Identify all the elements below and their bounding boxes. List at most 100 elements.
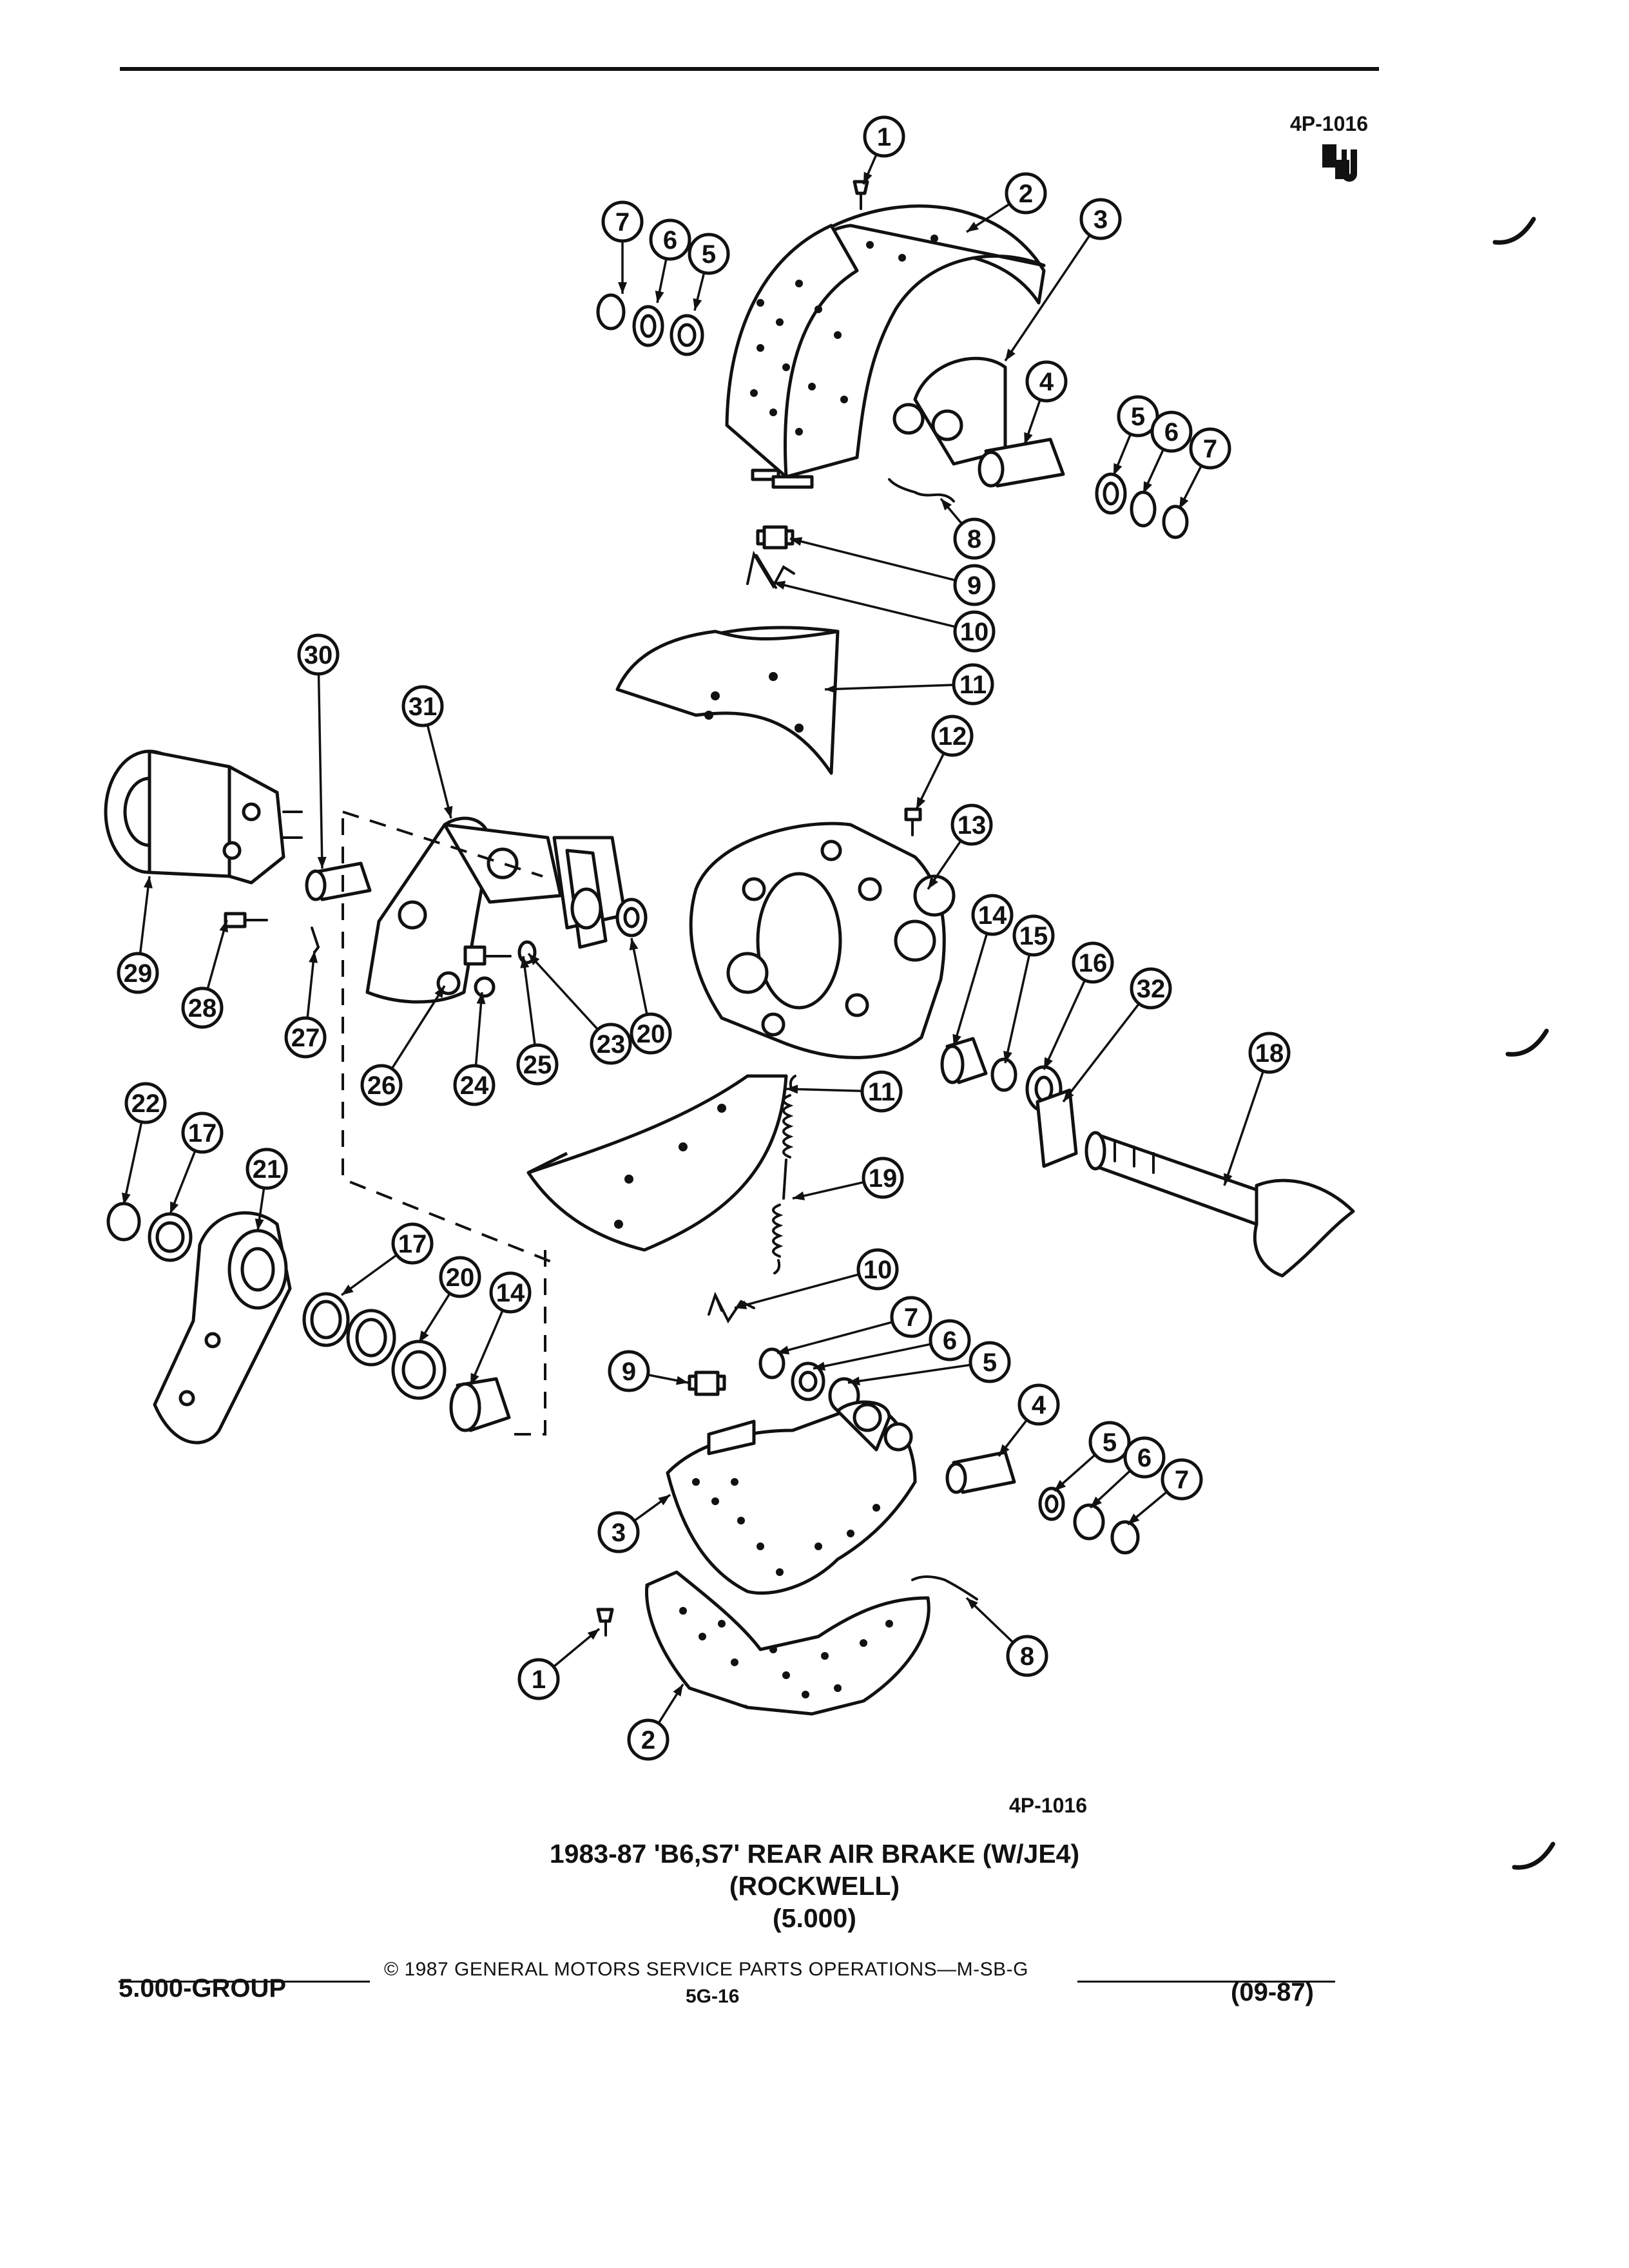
callout-28: 28 (181, 986, 224, 1029)
callout-circle (1079, 198, 1122, 240)
callout-number: 7 (1203, 435, 1217, 463)
callout-6: 6 (929, 1319, 971, 1361)
callout-number: 20 (637, 1020, 666, 1048)
callout-17: 17 (391, 1222, 434, 1265)
leader-arrowhead (309, 951, 318, 963)
callout-6: 6 (1123, 1436, 1166, 1479)
callout-number: 25 (523, 1051, 552, 1079)
callout-circle (950, 803, 993, 846)
lower-bushings (302, 1292, 511, 1432)
lower-center-seals (758, 1347, 860, 1414)
callout-25: 25 (516, 1043, 559, 1086)
camshaft (1084, 1131, 1355, 1278)
leader-arrowhead (673, 1684, 683, 1696)
callout-number: 3 (612, 1519, 626, 1547)
callout-circle (246, 1148, 288, 1190)
callout-19: 19 (862, 1157, 904, 1199)
callout-circle (953, 610, 996, 653)
leader-arrowhead (629, 938, 639, 951)
callout-14: 14 (489, 1271, 532, 1314)
callout-number: 29 (124, 959, 153, 988)
callout-31: 31 (401, 685, 444, 727)
callout-number: 8 (967, 525, 981, 553)
figure-id-bottom: 4P-1016 (1009, 1794, 1087, 1817)
page-number: 5G-16 (686, 1986, 740, 2007)
leader-line (776, 1321, 893, 1354)
leader-arrowhead (941, 499, 952, 511)
leader-arrowhead (143, 876, 153, 889)
leader-line (522, 956, 536, 1046)
callout-circle (1017, 1383, 1060, 1426)
callout-circle (953, 517, 996, 560)
right-bushing-stack (940, 1037, 1078, 1168)
leader-line (139, 876, 151, 954)
callout-number: 22 (131, 1090, 160, 1118)
leader-line (317, 673, 323, 869)
leader-line (792, 1180, 865, 1200)
callout-circle (1088, 1421, 1131, 1463)
leader-arrowhead (1113, 463, 1123, 476)
callout-18: 18 (1248, 1032, 1291, 1074)
callout-8: 8 (1006, 1635, 1048, 1677)
callout-10: 10 (856, 1248, 899, 1291)
leader-line (426, 724, 452, 819)
leader-arrowhead (655, 290, 664, 303)
clevis-pin (305, 861, 372, 901)
cotter-pin (311, 927, 320, 954)
leader-arrowhead (520, 956, 530, 968)
callout-9: 9 (608, 1350, 650, 1392)
callout-3: 3 (597, 1511, 640, 1553)
callout-1: 1 (863, 115, 905, 158)
callout-15: 15 (1012, 914, 1055, 957)
callout-number: 12 (938, 722, 967, 751)
brake-chamber (104, 749, 303, 885)
callout-29: 29 (117, 952, 159, 994)
callout-11: 11 (860, 1070, 903, 1113)
callout-circle (862, 1157, 904, 1199)
callout-number: 28 (188, 994, 217, 1023)
leader-arrowhead (587, 1629, 599, 1640)
callout-number: 9 (967, 572, 981, 600)
callout-number: 16 (1079, 949, 1108, 977)
callout-6: 6 (1150, 410, 1193, 453)
leader-arrowhead (219, 920, 228, 933)
callout-number: 21 (253, 1155, 282, 1184)
callout-number: 26 (367, 1072, 396, 1100)
callout-number: 30 (304, 641, 333, 669)
callout-number: 17 (188, 1119, 217, 1148)
callout-4: 4 (1025, 360, 1068, 403)
callout-circle (860, 1070, 903, 1113)
callout-number: 14 (496, 1279, 525, 1307)
leader-line (1062, 1003, 1141, 1103)
lower-rivet (596, 1608, 614, 1637)
callout-circle (630, 1012, 672, 1055)
leader-arrowhead (658, 1495, 670, 1506)
callout-circle (953, 564, 996, 606)
callout-20: 20 (439, 1256, 481, 1298)
callout-number: 11 (959, 671, 987, 699)
callout-24: 24 (453, 1064, 496, 1106)
leader-arrowhead (170, 1201, 179, 1214)
callout-circle (597, 1511, 640, 1553)
chamber-stud (224, 912, 268, 928)
callout-circle (117, 952, 159, 994)
callout-3: 3 (1079, 198, 1122, 240)
callout-circle (517, 1658, 560, 1700)
leader-arrowhead (813, 1361, 826, 1371)
leader-line (847, 1363, 971, 1384)
top-rule (120, 67, 1379, 71)
leader-line (786, 1088, 863, 1092)
leader-arrowhead (773, 581, 786, 590)
copyright-notice: © 1987 GENERAL MOTORS SERVICE PARTS OPER… (384, 1959, 1028, 1980)
bracket-fasteners (436, 898, 648, 998)
callout-circle (360, 1064, 403, 1106)
leader-lines (121, 153, 1265, 1724)
callout-number: 27 (291, 1024, 320, 1052)
revision-date: (09-87) (1231, 1978, 1314, 2006)
lower-left-rings (106, 1202, 193, 1262)
callout-circle (601, 200, 644, 243)
group-label: 5.000-GROUP (119, 1974, 287, 2003)
callout-circle (590, 1023, 632, 1065)
upper-roller-and-spring (746, 525, 795, 590)
